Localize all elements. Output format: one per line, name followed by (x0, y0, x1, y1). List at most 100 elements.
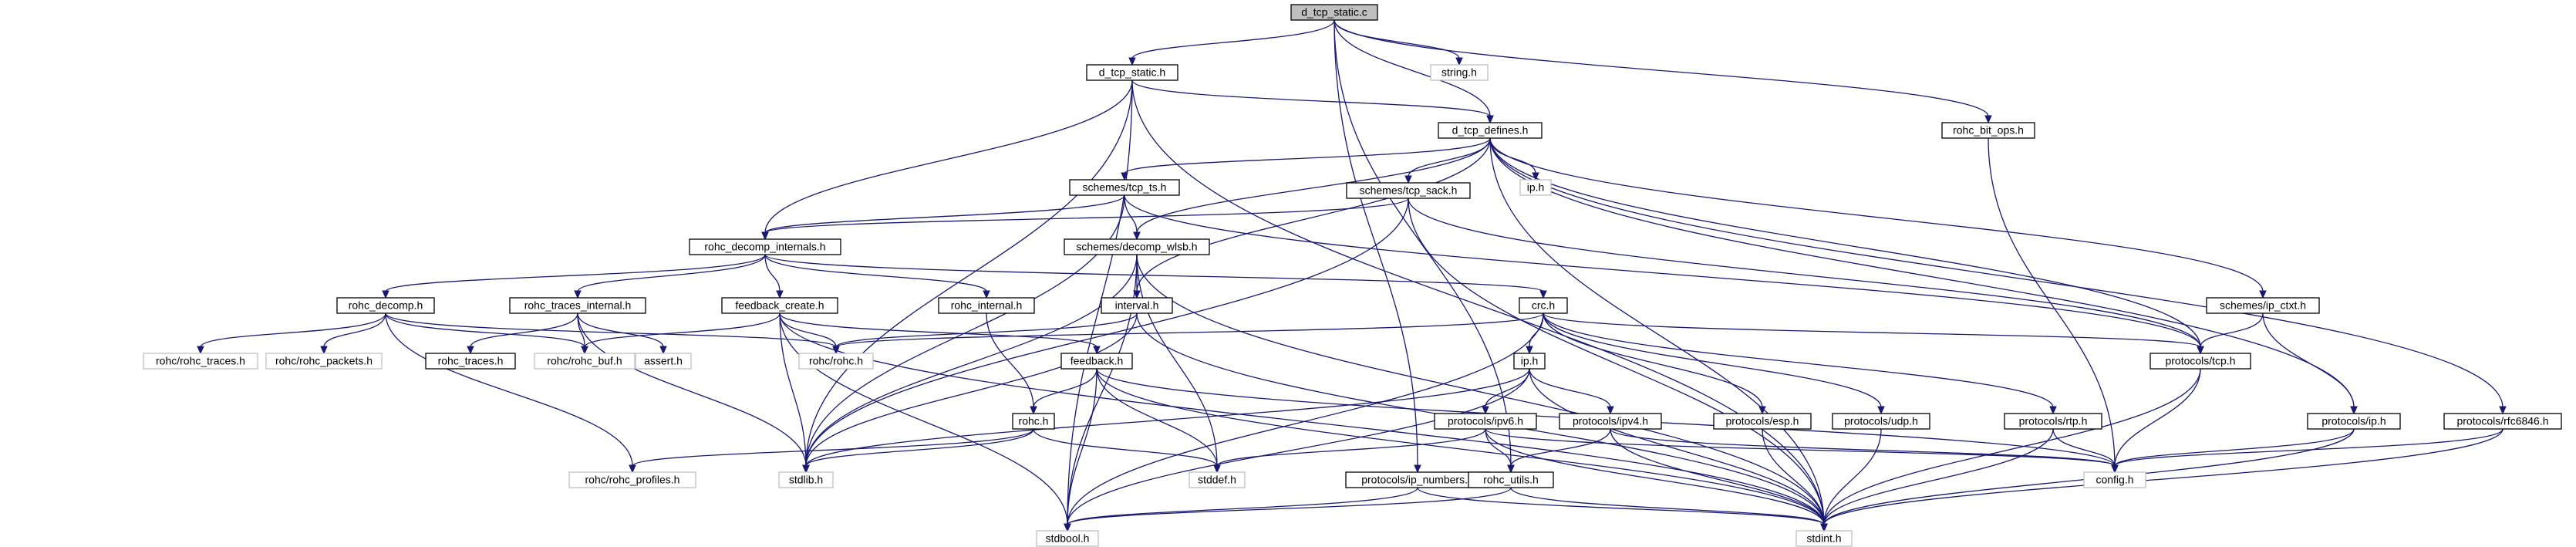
node-protocols-ipv4-h[interactable]: protocols/ipv4.h (1559, 413, 1662, 430)
edge-ip_h-to-stdlib_h (805, 368, 1530, 467)
node-box (509, 297, 646, 314)
node-d-tcp-static-h[interactable]: d_tcp_static.h (1086, 64, 1178, 81)
arrowhead-protocols_rfc6846_h-to-config_h (2111, 464, 2119, 474)
node-label: feedback_create.h (735, 299, 824, 312)
node-feedback-create-h[interactable]: feedback_create.h (721, 297, 838, 314)
node-label: rohc_traces.h (438, 355, 504, 367)
node-label: protocols/rtp.h (2019, 415, 2088, 427)
arrowhead-protocols_ipv6_h-to-stddef_h (1213, 464, 1221, 474)
edge-protocols_ipv6_h-to-rohc_utils_h (1485, 428, 1512, 467)
edge-rohc_bit_ops_h-to-config_h (1988, 137, 2116, 467)
edge-protocols_ip_numbers_h-to-stdint_h (1417, 487, 1825, 525)
node-rohc-traces-h[interactable]: rohc_traces.h (425, 353, 516, 370)
node-protocols-ipv6-h[interactable]: protocols/ipv6.h (1434, 413, 1537, 430)
edge-schemes_tcp_ts_h-to-protocols_tcp_h (1124, 194, 2201, 348)
node-rohc-internal-h[interactable]: rohc_internal.h (938, 297, 1035, 314)
edge-d_tcp_defines_h-to-schemes_decomp_wlsb_h (1136, 137, 1491, 234)
node-label: rohc/rohc.h (809, 355, 863, 367)
edge-protocols_ip_numbers_h-to-stdbool_h (1067, 487, 1418, 525)
node-schemes-tcp-sack-h[interactable]: schemes/tcp_sack.h (1346, 182, 1471, 199)
node-rohc-bit-ops-h[interactable]: rohc_bit_ops.h (1941, 122, 2035, 139)
node-box (1519, 297, 1568, 314)
node-label: protocols/esp.h (1726, 415, 1799, 427)
edge-rohc_decomp_h-to-rohc_rohc_profiles_h (385, 312, 633, 467)
node-label: stddef.h (1198, 474, 1236, 486)
node-d-tcp-defines-h[interactable]: d_tcp_defines.h (1438, 122, 1543, 139)
edge-rohc_decomp_internals_h-to-rohc_internal_h (764, 254, 987, 292)
node-protocols-ip-h[interactable]: protocols/ip.h (2307, 413, 2401, 430)
arrowhead-crc_h-to-protocols_tcp_h (2197, 346, 2204, 355)
node-rohc-utils-h[interactable]: rohc_utils.h (1468, 471, 1554, 488)
node-label: protocols/tcp.h (2165, 355, 2235, 367)
node-label: rohc/rohc_profiles.h (585, 474, 680, 486)
edge-rohc_decomp_h-to-rohc_rohc_traces_h (200, 312, 386, 348)
node-protocols-tcp-h[interactable]: protocols/tcp.h (2149, 353, 2251, 370)
node-box (778, 471, 834, 488)
edge-crc_h-to-rohc_rohc_h (835, 312, 1544, 348)
edge-rohc_utils_h-to-stdbool_h (1067, 487, 1512, 525)
node-label: feedback.h (1071, 355, 1124, 367)
node-stdlib-h: stdlib.h (778, 471, 834, 488)
node-protocols-rfc6846-h[interactable]: protocols/rfc6846.h (2443, 413, 2562, 430)
node-stdbool-h: stdbool.h (1036, 530, 1099, 547)
node-label: schemes/tcp_ts.h (1083, 181, 1167, 194)
node-box (1519, 179, 1552, 196)
node-protocols-ip-numbers-h[interactable]: protocols/ip_numbers.h (1345, 471, 1490, 488)
node-rohc-decomp-h[interactable]: rohc_decomp.h (336, 297, 435, 314)
node-interval-h[interactable]: interval.h (1101, 297, 1173, 314)
edge-feedback_h-to-stdint_h (1096, 368, 1825, 525)
edge-schemes_decomp_wlsb_h-to-stddef_h (1136, 254, 1218, 467)
node-label: rohc_bit_ops.h (1953, 124, 2024, 137)
node-ip-h-gray: ip.h (1519, 179, 1552, 196)
node-label: crc.h (1532, 299, 1555, 312)
arrowhead-rohc_decomp_internals_h-to-rohc_traces_internal_h (574, 290, 582, 299)
node-label: config.h (2096, 474, 2133, 486)
node-schemes-decomp-wlsb-h[interactable]: schemes/decomp_wlsb.h (1064, 238, 1210, 255)
node-box (1832, 413, 1930, 430)
node-label: assert.h (644, 355, 683, 367)
node-label: rohc_utils.h (1483, 474, 1539, 486)
node-schemes-tcp-ts-h[interactable]: schemes/tcp_ts.h (1069, 179, 1180, 196)
edge-rohc_decomp_internals_h-to-crc_h (764, 254, 1544, 292)
node-box (2004, 413, 2102, 430)
arrowhead-rohc_traces_internal_h-to-rohc_traces_h (467, 346, 474, 355)
node-box (1430, 64, 1489, 81)
node-protocols-udp-h[interactable]: protocols/udp.h (1832, 413, 1930, 430)
arrowhead-rohc_utils_h-to-stdbool_h (1064, 523, 1071, 532)
edge-rohc_h-to-stdlib_h (805, 428, 1034, 467)
edge-protocols_tcp_h-to-stdint_h (1823, 368, 2201, 525)
node-rohc-h[interactable]: rohc.h (1012, 413, 1055, 430)
edge-d_tcp_static_c-to-rohc_utils_h (1334, 19, 1512, 467)
node-feedback-h[interactable]: feedback.h (1060, 353, 1133, 370)
arrowhead-rohc_h-to-rohc_rohc_profiles_h (629, 464, 636, 474)
node-protocols-esp-h[interactable]: protocols/esp.h (1713, 413, 1812, 430)
edge-crc_h-to-protocols_udp_h (1543, 312, 1882, 408)
node-label: protocols/rfc6846.h (2456, 415, 2548, 427)
node-protocols-rtp-h[interactable]: protocols/rtp.h (2004, 413, 2102, 430)
node-box (1795, 530, 1853, 547)
arrowhead-schemes_decomp_wlsb_h-to-interval_h (1133, 290, 1141, 299)
node-crc-h[interactable]: crc.h (1519, 297, 1568, 314)
edge-protocols_rfc6846_h-to-stdint_h (1823, 428, 2504, 525)
node-rohc-traces-internal-h[interactable]: rohc_traces_internal.h (509, 297, 646, 314)
edge-crc_h-to-stdbool_h (1067, 312, 1544, 525)
node-label: rohc/rohc_buf.h (547, 355, 622, 367)
node-box (938, 297, 1035, 314)
edge-d_tcp_defines_h-to-interval_h (1136, 137, 1491, 292)
node-box (1559, 413, 1662, 430)
node-rohc-decomp-internals-h[interactable]: rohc_decomp_internals.h (689, 238, 841, 255)
node-d-tcp-static-c[interactable]: d_tcp_static.c (1290, 4, 1378, 21)
arrowhead-rohc_decomp_h-to-rohc_rohc_packets_h (320, 346, 328, 355)
node-box (1101, 297, 1173, 314)
edge-feedback_h-to-stddef_h (1096, 368, 1218, 467)
arrowhead-crc_h-to-protocols_udp_h (1877, 406, 1885, 415)
node-schemes-ip-ctxt-h[interactable]: schemes/ip_ctxt.h (2206, 297, 2320, 314)
node-rohc-rohc-packets-h: rohc/rohc_packets.h (265, 353, 383, 370)
edge-d_tcp_static_c-to-d_tcp_defines_h (1334, 19, 1491, 117)
edge-feedback_h-to-rohc_h (1033, 368, 1097, 408)
node-label: string.h (1441, 66, 1477, 79)
node-ip-h[interactable]: ip.h (1513, 353, 1546, 370)
node-assert-h: assert.h (635, 353, 692, 370)
node-box (1468, 471, 1554, 488)
